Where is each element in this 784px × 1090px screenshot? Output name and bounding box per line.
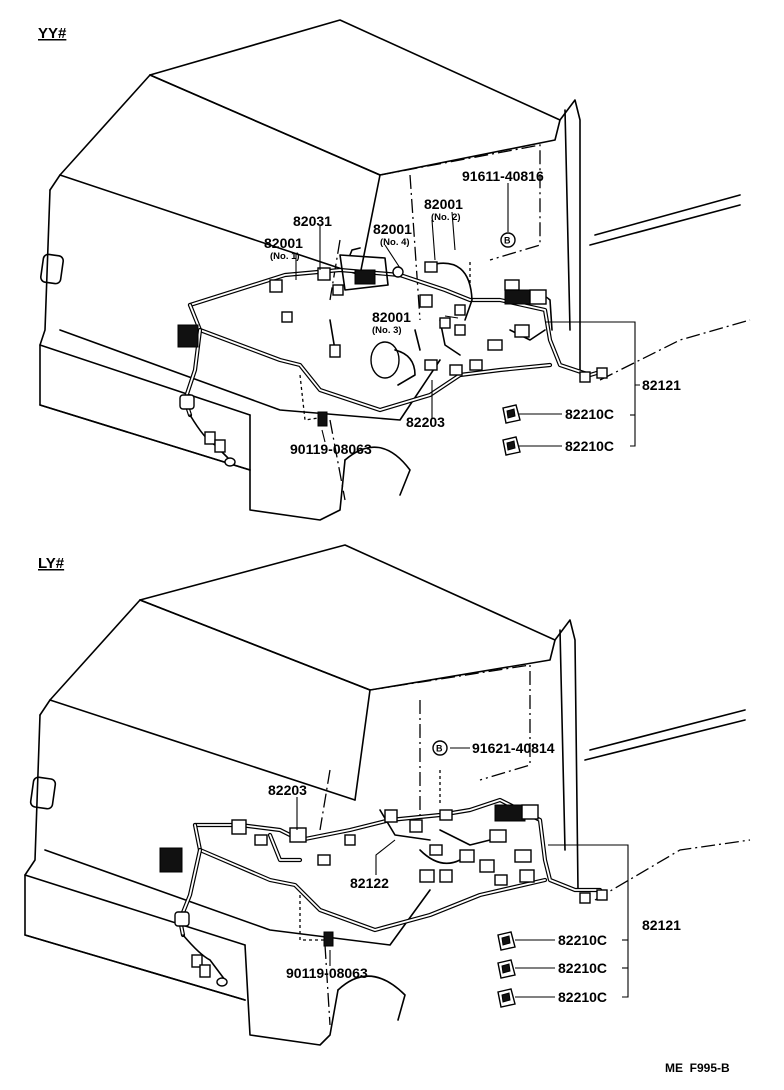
label-82001-no3: 82001 [372, 309, 411, 325]
bottom-labels: 91621-40814 82203 82122 82121 82210C 822… [268, 740, 681, 1005]
bottom-connectors: B [159, 740, 608, 1008]
horn-icon [370, 341, 400, 379]
label-82203-bottom: 82203 [268, 782, 307, 798]
bottom-cab-body [24, 544, 751, 1046]
top-cab-body [39, 19, 751, 521]
bolt-marker-top-icon [500, 232, 516, 248]
top-left-connector-icon [177, 324, 199, 348]
label-82121-top: 82121 [642, 377, 681, 393]
label-82210c-bottom-a: 82210C [558, 932, 607, 948]
bolt-marker-bottom-icon [432, 740, 448, 756]
label-82001-no4-sub: (No. 4) [380, 237, 410, 248]
label-82001-no2-sub: (No. 2) [431, 212, 461, 223]
bottom-main-harness [177, 797, 603, 981]
footer-code: ME F995-B [665, 1061, 730, 1075]
label-82001-no1-sub: (No. 1) [270, 251, 300, 262]
section-heading-ly: LY# [38, 555, 65, 572]
bottom-leader-lines [296, 747, 629, 998]
label-screw-bottom: 90119-08063 [286, 965, 368, 981]
label-82001-no3-sub: (No. 3) [372, 325, 402, 336]
label-82203-top: 82203 [406, 414, 445, 430]
top-leader-lines [295, 183, 640, 447]
relay-82031-icon [339, 254, 389, 291]
bolt-marker-bottom-label: B [436, 744, 443, 754]
label-bolt-91621: 91621-40814 [472, 740, 555, 756]
label-82210c-top-b: 82210C [565, 438, 614, 454]
screw-icon-top [317, 411, 328, 427]
label-82210c-bottom-c: 82210C [558, 989, 607, 1005]
bolt-marker-top-label: B [504, 236, 511, 246]
top-labels: 82031 82001 (No. 1) 82001 (No. 4) 82001 … [264, 168, 681, 457]
label-bolt-91611: 91611-40816 [462, 168, 544, 184]
label-82001-no2: 82001 [424, 196, 463, 212]
label-82121-bottom: 82121 [642, 917, 681, 933]
label-82210c-bottom-b: 82210C [558, 960, 607, 976]
bottom-section: LY# [24, 544, 751, 1046]
label-82122: 82122 [350, 875, 389, 891]
label-82001-no4: 82001 [373, 221, 412, 237]
screw-icon-bottom [323, 931, 334, 947]
label-82210c-top-a: 82210C [565, 406, 614, 422]
label-screw-top: 90119-08063 [290, 441, 372, 457]
top-section: YY# [38, 19, 751, 521]
label-82001-no1: 82001 [264, 235, 303, 251]
top-connectors: B [177, 232, 608, 467]
bottom-left-connector-icon [159, 847, 183, 873]
label-82031: 82031 [293, 213, 332, 229]
section-heading-yy: YY# [38, 25, 67, 42]
